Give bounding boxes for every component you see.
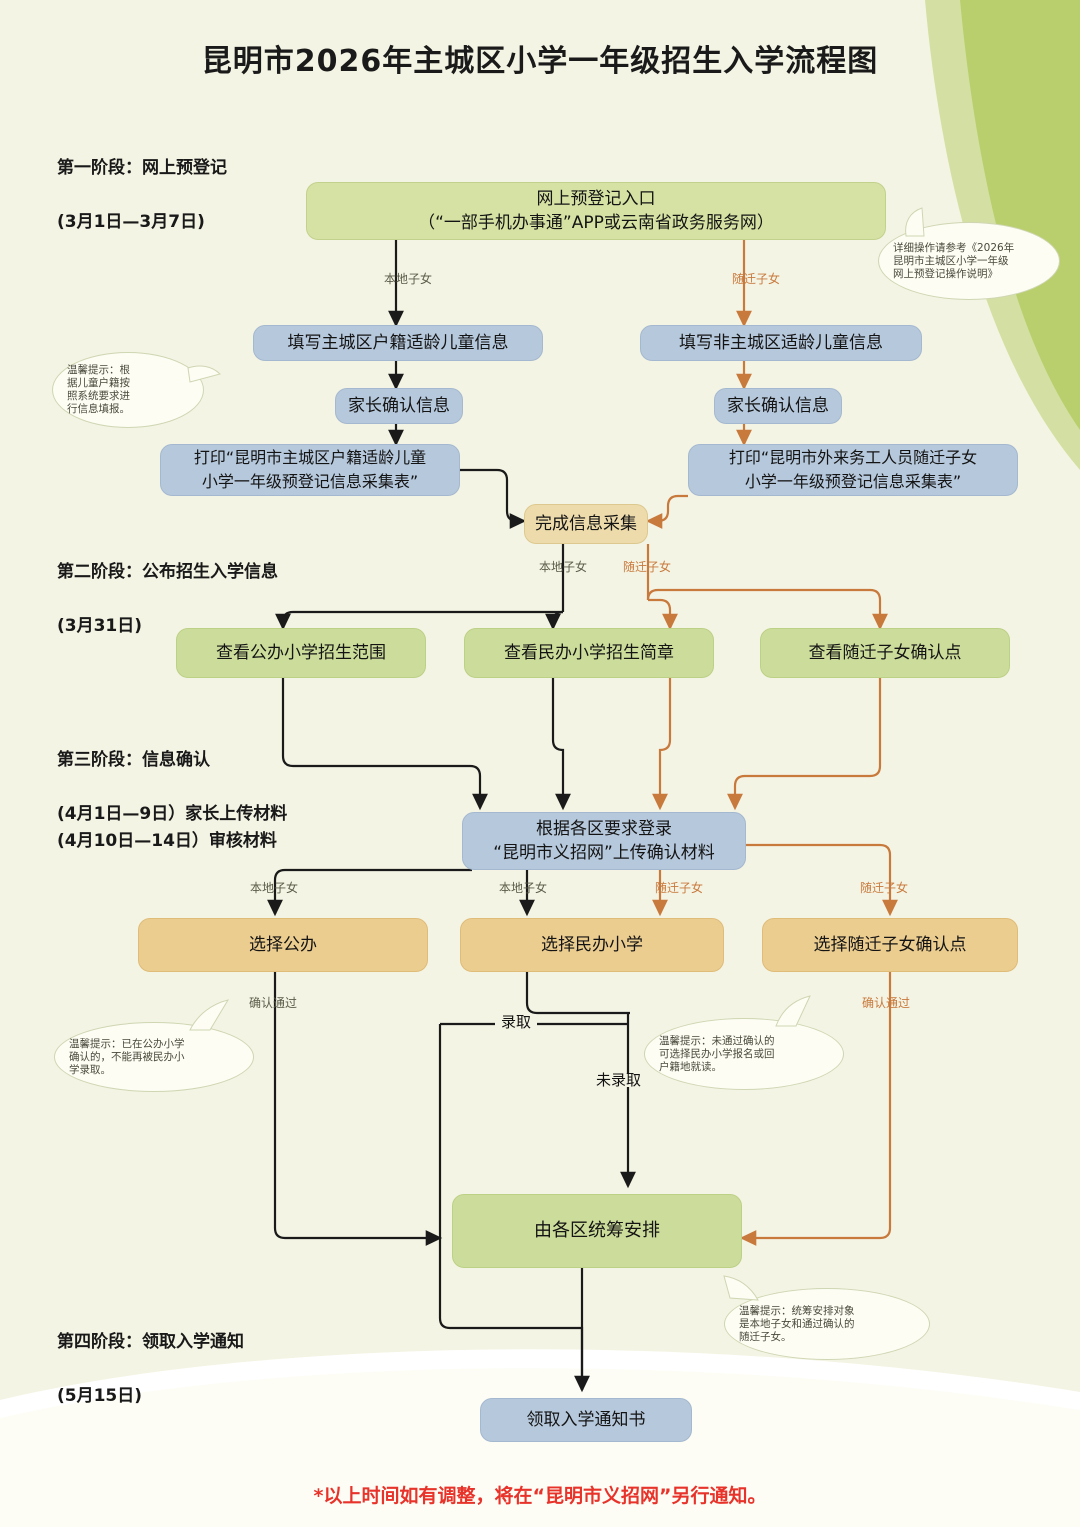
callout-arrange-scope: 温馨提示：统筹安排对象 是本地子女和通过确认的 随迁子女。: [724, 1288, 930, 1360]
node-choose-migrant-confirm-point[interactable]: 选择随迁子女确认点: [762, 918, 1018, 972]
footnote-notice: *以上时间如有调整，将在“昆明市义招网”另行通知。: [313, 1485, 767, 1507]
callout-line: 据儿童户籍按: [67, 377, 130, 389]
phase-2-dates: (3月31日): [57, 616, 143, 636]
edge-label-upload-local-public: 本地子女: [250, 881, 299, 895]
node-choose-private-school[interactable]: 选择民办小学: [460, 918, 724, 972]
node-online-pre-registration-entry[interactable]: 网上预登记入口 （“一部手机办事通”APP或云南省政务服务网）: [306, 182, 886, 240]
callout-line: 详细操作请参考《2026年: [893, 241, 1015, 254]
phase-3-heading: 第三阶段：信息确认 (4月1日—9日）家长上传材料 (4月10日—14日）审核材…: [57, 720, 287, 882]
callout-line: 可选择民办小学报名或回: [659, 1047, 775, 1060]
callout-line: 是本地子女和通过确认的: [739, 1317, 855, 1330]
callout-not-confirmed: 温馨提示：未通过确认的 可选择民办小学报名或回 户籍地就读。: [644, 1018, 844, 1090]
edge-label-upload-migrant-point: 随迁子女: [860, 881, 909, 895]
edge-label-entry-local: 本地子女: [384, 272, 433, 286]
node-receive-admission-notice[interactable]: 领取入学通知书: [480, 1398, 692, 1442]
edge-label-collect-local: 本地子女: [539, 560, 588, 574]
phase-4-heading: 第四阶段：领取入学通知 (5月15日): [57, 1302, 244, 1437]
phase-3-title: 第三阶段：信息确认: [57, 750, 210, 770]
node-collection-complete[interactable]: 完成信息采集: [524, 504, 648, 544]
callout-line: 随迁子女。: [739, 1330, 792, 1343]
node-parent-confirm-migrant[interactable]: 家长确认信息: [714, 388, 842, 424]
node-parent-confirm-local[interactable]: 家长确认信息: [335, 388, 463, 424]
node-fill-local-child-info[interactable]: 填写主城区户籍适龄儿童信息: [253, 325, 543, 361]
callout-line: 确认的，不能再被民办小: [69, 1050, 185, 1063]
phase-2-heading: 第二阶段：公布招生入学信息 (3月31日): [57, 532, 278, 667]
node-print-local-form[interactable]: 打印“昆明市主城区户籍适龄儿童 小学一年级预登记信息采集表”: [160, 444, 460, 496]
edge-label-not-admitted: 未录取: [590, 1073, 648, 1088]
callout-line: 温馨提示：根: [67, 364, 130, 376]
callout-line: 行信息填报。: [67, 403, 130, 415]
edge-label-admitted: 录取: [495, 1015, 538, 1030]
callout-tail-arrange-scope: [723, 1275, 759, 1301]
callout-line: 温馨提示：未通过确认的: [659, 1034, 775, 1047]
phase-1-heading: 第一阶段：网上预登记 (3月1日—3月7日): [57, 128, 227, 263]
node-print-migrant-form[interactable]: 打印“昆明市外来务工人员随迁子女 小学一年级预登记信息采集表”: [688, 444, 1018, 496]
callout-operation-guide: 详细操作请参考《2026年 昆明市主城区小学一年级 网上预登记操作说明》: [878, 222, 1060, 300]
node-view-private-school-guide[interactable]: 查看民办小学招生简章: [464, 628, 714, 678]
callout-line: 照系统要求进: [67, 390, 130, 402]
node-district-overall-arrangement[interactable]: 由各区统筹安排: [452, 1194, 742, 1268]
callout-line: 学录取。: [69, 1063, 111, 1076]
edge-label-upload-local-private: 本地子女: [499, 881, 548, 895]
callout-line: 昆明市主城区小学一年级: [893, 254, 1009, 267]
phase-2-title: 第二阶段：公布招生入学信息: [57, 562, 278, 582]
phase-1-dates: (3月1日—3月7日): [57, 212, 205, 232]
node-fill-migrant-child-info[interactable]: 填写非主城区适龄儿童信息: [640, 325, 922, 361]
callout-tail-fill-by-hukou: [187, 365, 221, 383]
edge-label-public-pass: 确认通过: [249, 996, 298, 1010]
callout-line: 温馨提示：已在公办小学: [69, 1037, 185, 1050]
callout-public-confirmed: 温馨提示：已在公办小学 确认的，不能再被民办小 学录取。: [54, 1022, 254, 1092]
edge-label-entry-migrant: 随迁子女: [732, 272, 781, 286]
node-choose-public-school[interactable]: 选择公办: [138, 918, 428, 972]
callout-line: 网上预登记操作说明》: [893, 267, 998, 280]
phase-3-dates: (4月1日—9日）家长上传材料 (4月10日—14日）审核材料: [57, 804, 288, 851]
edge-label-migrant-pass: 确认通过: [862, 996, 911, 1010]
phase-4-dates: (5月15日): [57, 1386, 143, 1406]
phase-4-title: 第四阶段：领取入学通知: [57, 1332, 244, 1352]
callout-tail-public-confirmed: [189, 999, 230, 1031]
node-view-public-school-range[interactable]: 查看公办小学招生范围: [176, 628, 426, 678]
edge-label-upload-migrant-private: 随迁子女: [655, 881, 704, 895]
node-upload-confirmation-materials[interactable]: 根据各区要求登录 “昆明市义招网”上传确认材料: [462, 812, 746, 870]
callout-line: 户籍地就读。: [659, 1060, 722, 1073]
callout-tail-operation-guide: [905, 207, 925, 237]
phase-1-title: 第一阶段：网上预登记: [57, 158, 227, 178]
page-title: 昆明市2026年主城区小学一年级招生入学流程图: [201, 44, 879, 79]
node-view-migrant-confirm-point[interactable]: 查看随迁子女确认点: [760, 628, 1010, 678]
callout-line: 温馨提示：统筹安排对象: [739, 1304, 855, 1317]
callout-fill-by-hukou: 温馨提示：根 据儿童户籍按 照系统要求进 行信息填报。: [52, 352, 204, 428]
callout-tail-not-confirmed: [775, 995, 811, 1027]
edge-label-collect-migrant: 随迁子女: [623, 560, 672, 574]
